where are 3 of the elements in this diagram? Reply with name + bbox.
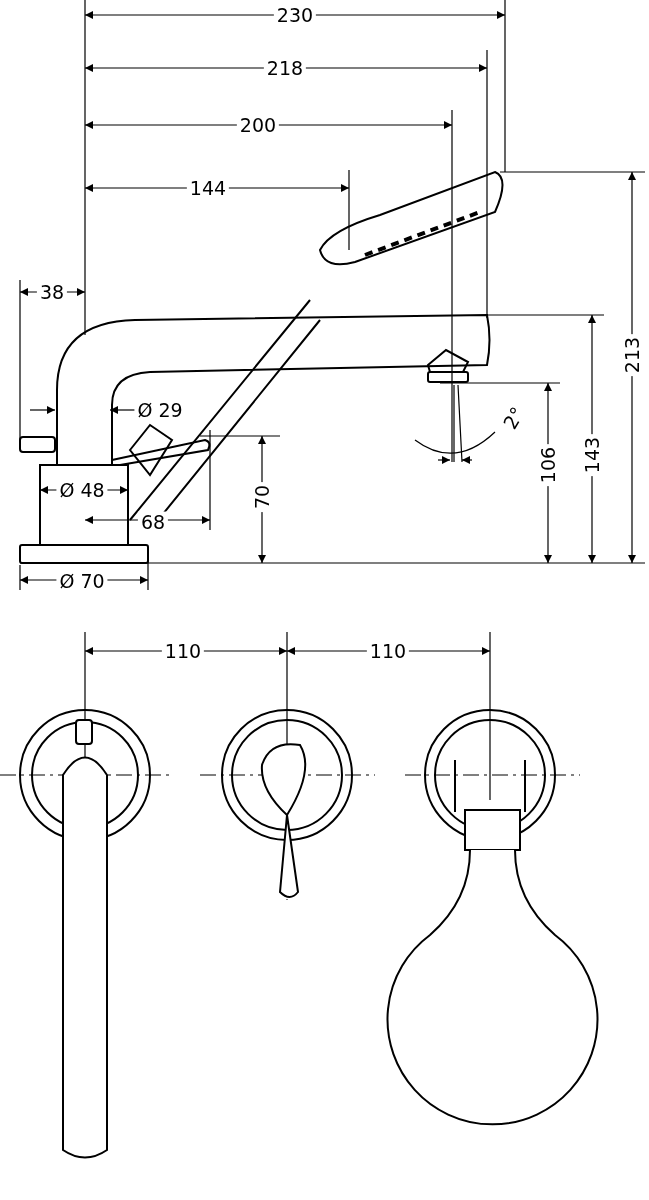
dimension-text: 68 (137, 511, 169, 533)
dimension-text: Ø 70 (56, 570, 108, 592)
dimension-text: Ø 48 (56, 479, 108, 501)
